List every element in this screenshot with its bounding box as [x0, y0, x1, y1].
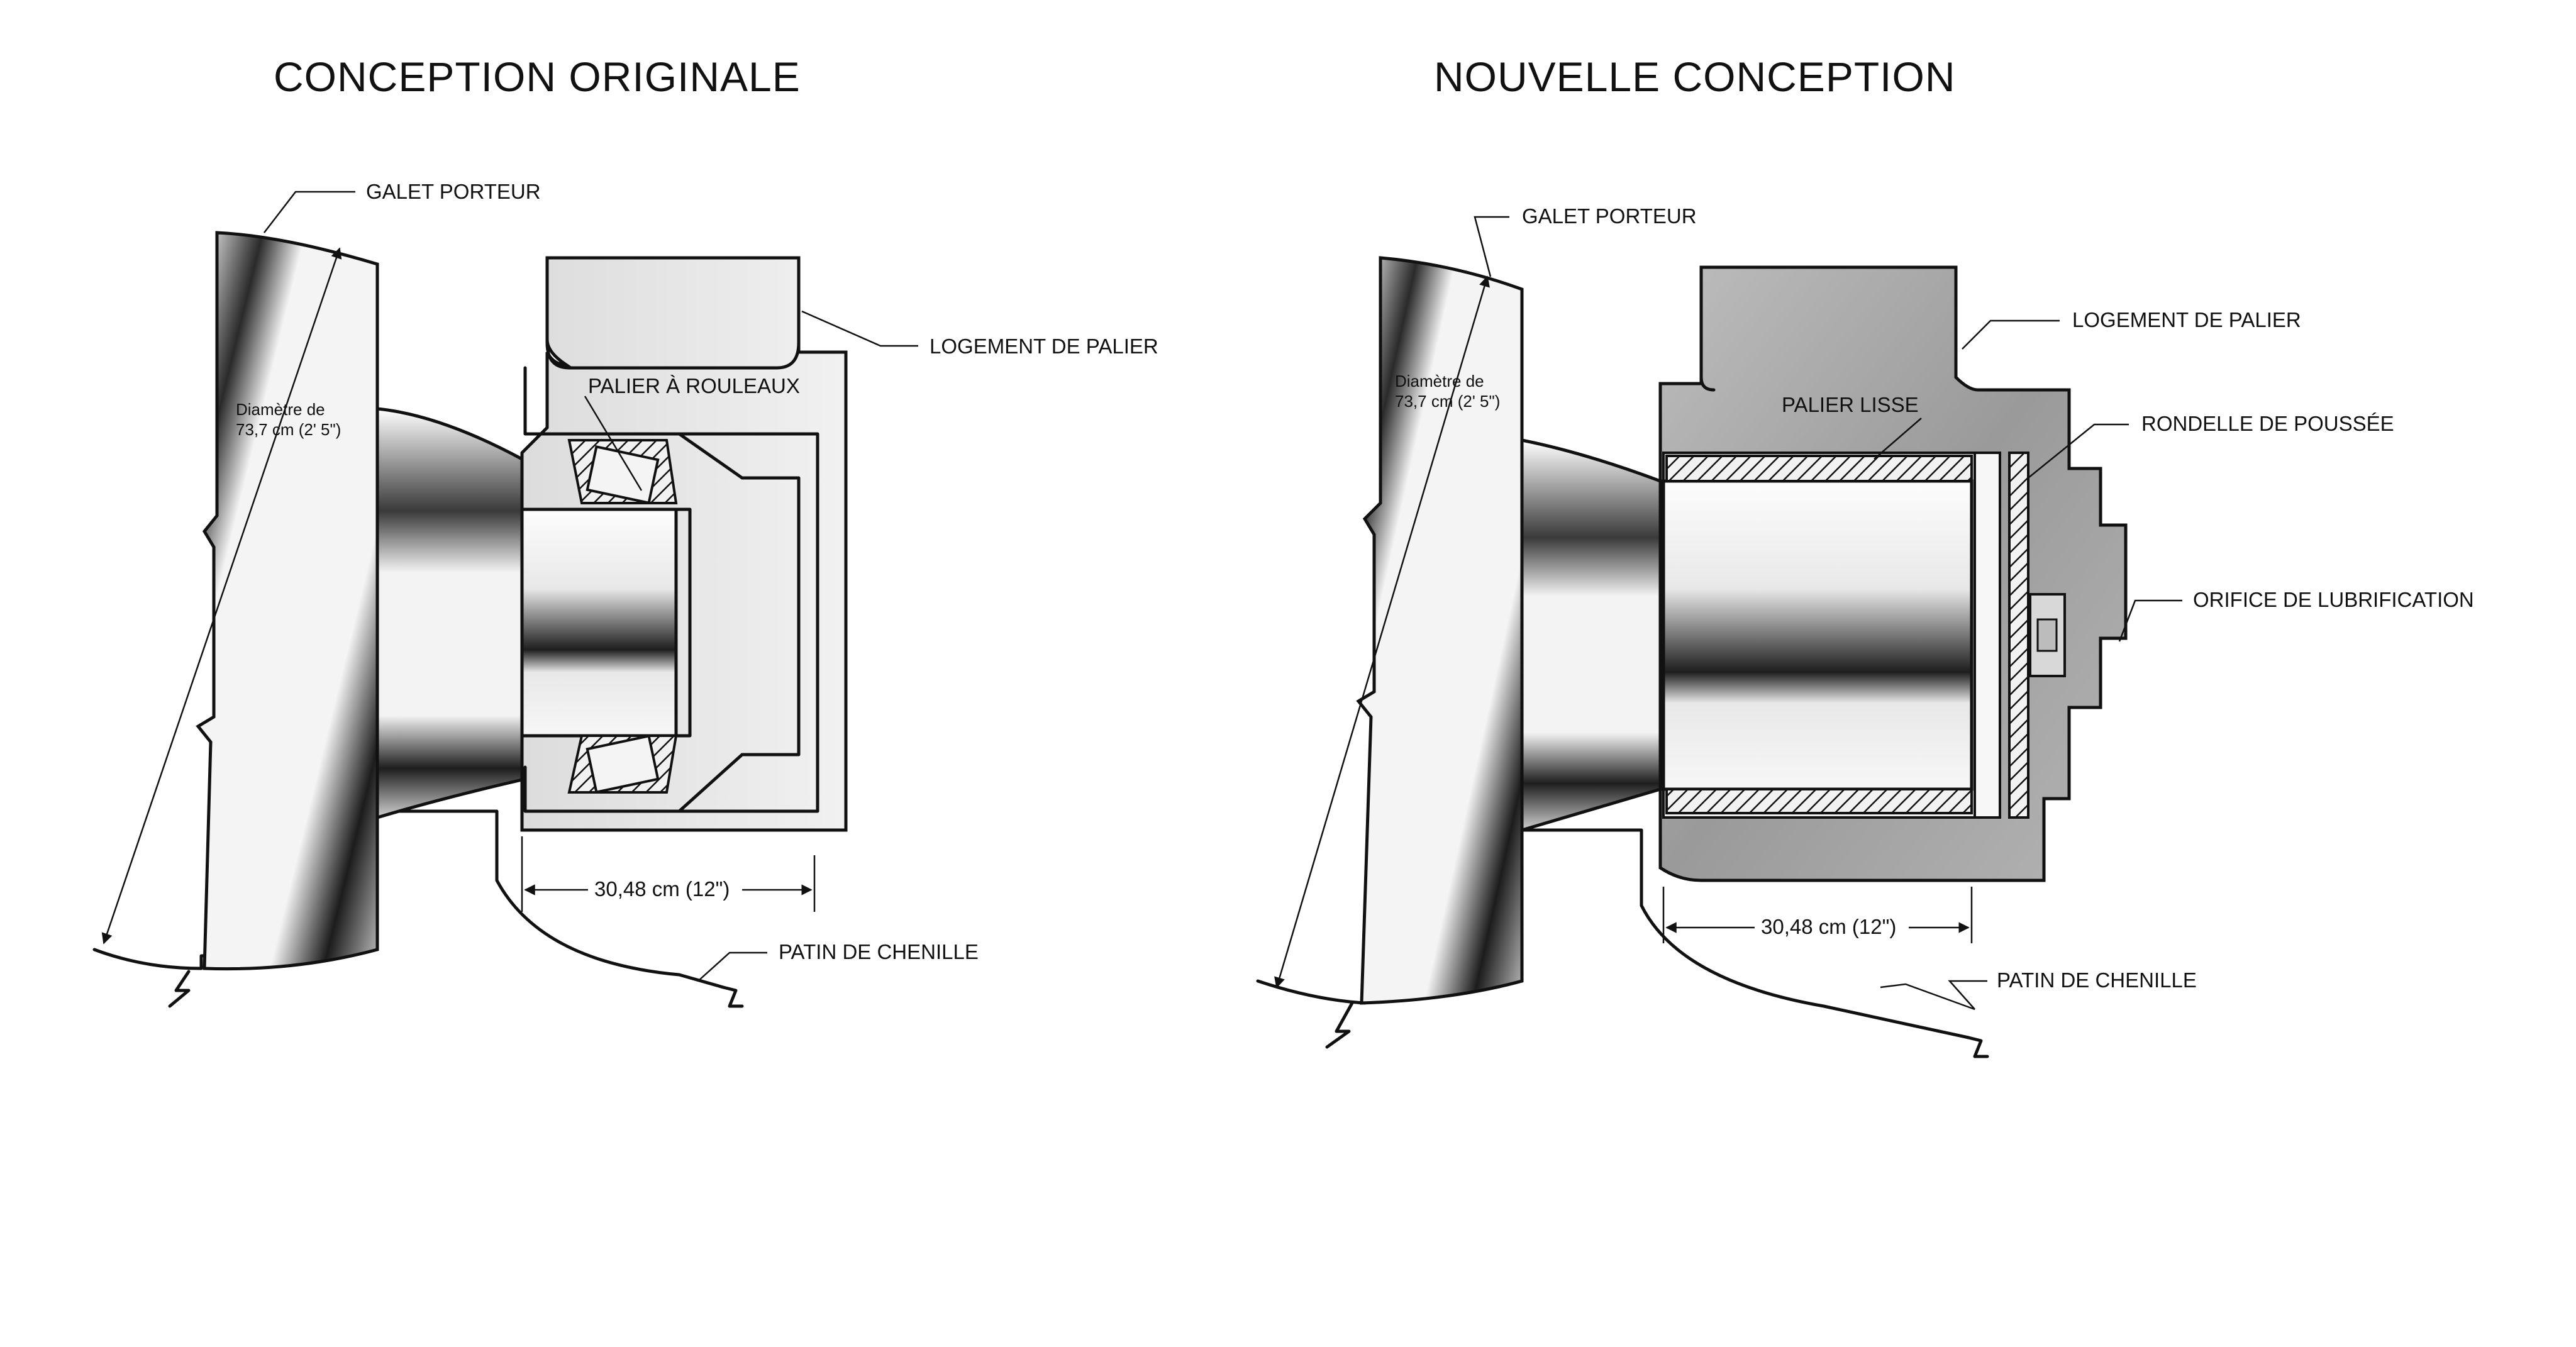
- diameter-text-right-1: Diamètre de: [1395, 372, 1484, 391]
- label-plain-bearing: PALIER LISSE: [1782, 393, 1919, 416]
- diameter-line-right: [1274, 275, 1490, 989]
- width-label-left: 30,48 cm (12"): [594, 877, 730, 901]
- diameter-line-left: [101, 247, 342, 945]
- journal-right: [1662, 479, 1974, 791]
- track-break-left-2: [721, 985, 744, 1008]
- label-thrust-washer: RONDELLE DE POUSSÉE: [2141, 412, 2394, 435]
- label-track-left: PATIN DE CHENILLE: [779, 940, 979, 963]
- title-original: CONCEPTION ORIGINALE: [274, 53, 801, 100]
- roller-bearing-upper: [567, 439, 678, 505]
- roller-bearing-lower: [567, 734, 678, 794]
- shaft-left: [375, 407, 524, 820]
- thrust-washer: [1974, 452, 2001, 819]
- shaft-right: [1520, 438, 1662, 833]
- track-shoe-right: [1256, 828, 1970, 1039]
- track-break-left: [168, 970, 191, 1008]
- original-design: Diamètre de 73,7 cm (2' 5") 30,48 cm (12…: [92, 180, 1158, 1008]
- track-shoe-left: [92, 809, 725, 989]
- diameter-text-right-2: 73,7 cm (2' 5"): [1395, 392, 1500, 411]
- label-housing-right: LOGEMENT DE PALIER: [2072, 308, 2301, 331]
- plain-bearing-upper: [1665, 455, 1973, 482]
- label-roller-right: GALET PORTEUR: [1522, 204, 1697, 228]
- label-housing-left: LOGEMENT DE PALIER: [930, 335, 1158, 358]
- title-new: NOUVELLE CONCEPTION: [1434, 53, 1956, 100]
- journal-left: [520, 507, 678, 738]
- label-roller-left: GALET PORTEUR: [366, 180, 541, 203]
- plain-bearing-lower: [1665, 788, 1973, 814]
- roller-left: [196, 231, 379, 971]
- label-roller-bearing: PALIER À ROULEAUX: [588, 374, 800, 397]
- new-design: Diamètre de 73,7 cm (2' 5") 30,48 cm (12…: [1256, 204, 2474, 1058]
- label-lube-port: ORIFICE DE LUBRIFICATION: [2193, 588, 2474, 611]
- width-label-right: 30,48 cm (12"): [1761, 915, 1896, 938]
- label-track-right: PATIN DE CHENILLE: [1997, 968, 2197, 992]
- thrust-washer-hatch: [2008, 452, 2029, 819]
- diameter-text-left-1: Diamètre de: [236, 400, 325, 419]
- diameter-text-left-2: 73,7 cm (2' 5"): [236, 420, 341, 439]
